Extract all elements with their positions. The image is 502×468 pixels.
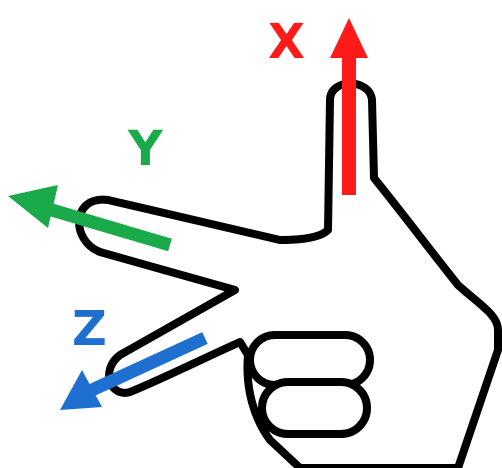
x-arrow-head xyxy=(330,18,368,58)
thumb-upper-segment xyxy=(250,335,370,385)
x-axis-label: X xyxy=(268,14,305,70)
z-axis-label: Z xyxy=(72,301,107,357)
thumb-lower-segment xyxy=(262,382,367,434)
y-axis-label: Y xyxy=(127,121,164,177)
y-arrow-head xyxy=(8,185,58,228)
